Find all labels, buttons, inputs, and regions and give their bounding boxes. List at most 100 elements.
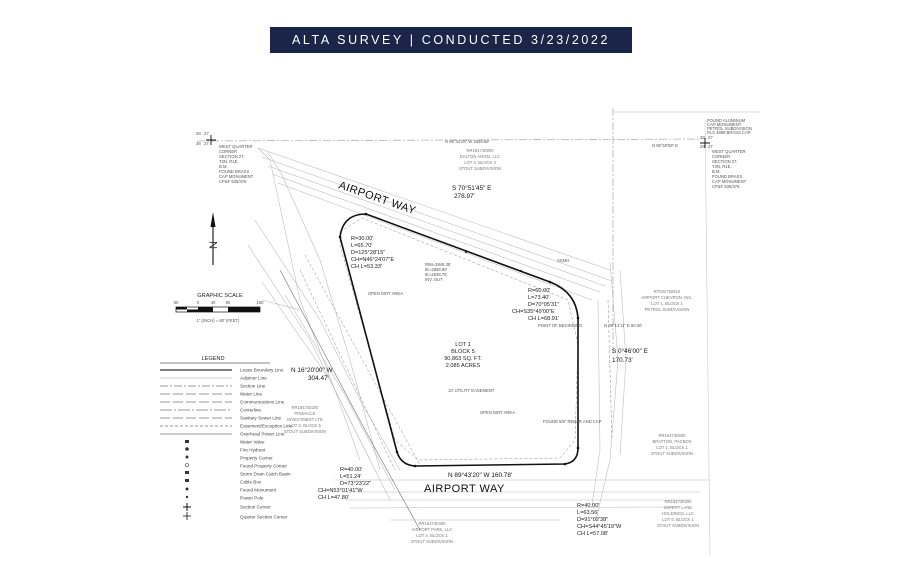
adjoiner-line: LOT 4, BLOCK 1 [416,533,448,538]
scale-ticks: 80 0 40 80 160 [174,300,264,305]
legend-item: Section Line [240,384,266,389]
bearing-south: N 89°43'20" W 160.78' [448,471,512,479]
corner-note: CAP MONUMENT [707,122,742,127]
adjoiner-line: STOUT SUBDIVISION [459,166,501,171]
utility-annotations: RIM=2846.35' IE=2838.90' IE=2838.75' INV… [425,262,451,282]
lot-line: 90,863 SQ. FT. [444,356,482,362]
corner-text: SECTION 27, [712,159,738,164]
legend-item: Property Corner [240,456,273,461]
curve-se: R=40.00' L=63.56' D=91°02'38" CH=S44°45'… [577,503,622,537]
adjoiner-line: LOT 1, BLOCK 1 [656,445,688,450]
corner-number: 27 [204,131,209,136]
scale-tick: 0 [197,300,200,305]
scale-tick: 160 [257,300,265,305]
corner-number: 27 [708,135,713,140]
legend-item: Sanitary Sewer Line [240,416,282,421]
legend-item: Centerline [240,408,261,413]
adjoiner-line: AIRPORT PARK, LLC [412,527,453,532]
north-arrow: N [208,212,220,265]
adjoiner-line: PINNACLE [295,411,316,416]
section-bearing-north: N 89°34'29" W 2638.89' [445,139,490,144]
corner-text: CAP MONUMENT [712,179,747,184]
curve-nw-line: R=30.00' [351,236,373,242]
adjoiner-line: RR184740200 [664,499,692,504]
adjoiner-line: BRATTON, PACBOX [652,439,691,444]
curve-nw-line: D=125°28'15" [351,250,385,256]
section-bearing-east: N 89°50'59" E [652,143,678,148]
curve-ne-line: R=60.00' [528,288,550,294]
corner-note: PLS 4986 BRASS CAP [707,130,751,135]
adjoiner-far-southeast: RR184740200 SAFETY LANE HOLDINGS, LLC LO… [657,499,699,528]
scale-tick: 40 [211,300,216,305]
lot-line: BLOCK 5 [451,349,475,355]
bearing-east-direction: S 0°46'00" E [612,347,648,355]
legend-items: Lease Boundary Line Adjoiner Line Sectio… [240,368,293,520]
adjoiner-line: RR184740800 [466,148,494,153]
bearing-north-distance: 278.97' [454,193,475,200]
corner-number: 28 [700,135,705,140]
bearing-labels: S 70°51'45" E 278.97' S 0°46'00" E 170.7… [291,184,648,479]
bearing-north-direction: S 70°51'45" E [452,184,491,192]
curve-nw-line: CH=N46°24'07"E [351,257,394,263]
utility-note: IE=2838.90' [425,267,448,272]
adjoiner-line: SAFETY LANE [664,505,693,510]
adjoiner-east: RT024750810 AIRPORT CHEVRON, INC. LOT 1,… [641,289,692,312]
corner-west: 28 27 28 27 WEST QUARTER CORNER SECTION … [196,131,254,184]
corner-text: CAP MONUMENT [219,174,254,179]
section-lines [196,108,760,556]
scale-tick: 80 [226,300,231,305]
corner-text: WEST QUARTER [219,144,253,149]
adjoiner-line: RR184740300 [418,521,446,526]
lot-line: LOT 1 [455,342,470,348]
legend-title: LEGEND [201,356,224,362]
adjoiner-line: AIRPORT CHEVRON, INC. [641,295,692,300]
street-name-north: AIRPORT WAY [337,179,418,217]
adjoiner-south: RR184740300 AIRPORT PARK, LLC LOT 4, BLO… [411,521,453,544]
corner-number: 27 [204,141,209,146]
legend-item: Found Property Corner [240,464,287,469]
curve-ne: R=60.00' L=73.40' D=70°05'31" CH=S35°49'… [512,288,559,322]
legend-item: Easement/Exception Line [240,424,293,429]
utility-note: IE=2838.75' [425,272,448,277]
corner-text: FOUND BRASS [219,169,249,174]
curve-se-line: R=40.00' [577,503,599,509]
legend-item: Overhead Power Line [240,432,285,437]
legend-item: Adjoiner Line [240,376,267,381]
adjoiner-north: RR184740800 DALTON ANGEL LLC LOT 4, BLOC… [459,148,501,171]
curve-se-line: CH L=57.08' [577,531,608,537]
corner-number: 28 [700,144,705,149]
open-dirt-area-1: OPEN DIRT AREA [368,291,403,296]
ssmh-label: SSMH [557,258,569,263]
adjoiner-line: STOUT SUBDIVISION [651,451,693,456]
curve-se-line: CH=S44°45'19"W [577,524,622,530]
adjoiner-line: INVESTMENT LTD [287,417,323,422]
road-lines [247,147,710,521]
adjoiner-west: RR184740200 PINNACLE INVESTMENT LTD LOT … [284,405,326,434]
corner-text: WEST QUARTER [712,149,746,154]
legend-item: Quarter Section Corner [240,515,288,520]
curve-nw: R=30.00' L=65.70' D=125°28'15" CH=N46°24… [351,236,394,270]
utility-note: INV. OUT [425,277,443,282]
curve-se-line: D=91°02'38" [577,517,608,523]
curve-sw-line: D=73°23'22" [340,481,371,487]
adjoiner-line: STOUT SUBDIVISION [657,523,699,528]
legend-item: Storm Drain Catch Basin [240,472,291,477]
curve-ne-line: D=70°05'31" [528,302,559,308]
corner-number: 27 [708,144,713,149]
scale-tick: 80 [174,300,179,305]
lot-label: LOT 1 BLOCK 5 90,863 SQ. FT. 2.085 ACRES [444,342,482,369]
street-name-south: AIRPORT WAY [424,483,505,495]
adjoiner-line: LOT 6, BLOCK 1 [662,517,694,522]
legend-item: Communications Line [240,400,285,405]
corner-text: CORNER [219,149,237,154]
corner-text: SECTION 27, [219,154,245,159]
corner-text: FOUND BRASS [712,174,742,179]
legend-item: Cable Box [240,480,262,485]
curve-nw-line: CH L=53.33' [351,264,382,270]
found-rebar: FOUND 5/8" REBAR AND CAP [543,419,602,424]
legend-item: Found Monument [240,488,277,493]
bearing-east-distance: 170.73' [612,357,633,364]
corner-text: CORNER [712,154,730,159]
lot-line: 2.085 ACRES [446,363,481,369]
utility-note: RIM=2846.35' [425,262,451,267]
